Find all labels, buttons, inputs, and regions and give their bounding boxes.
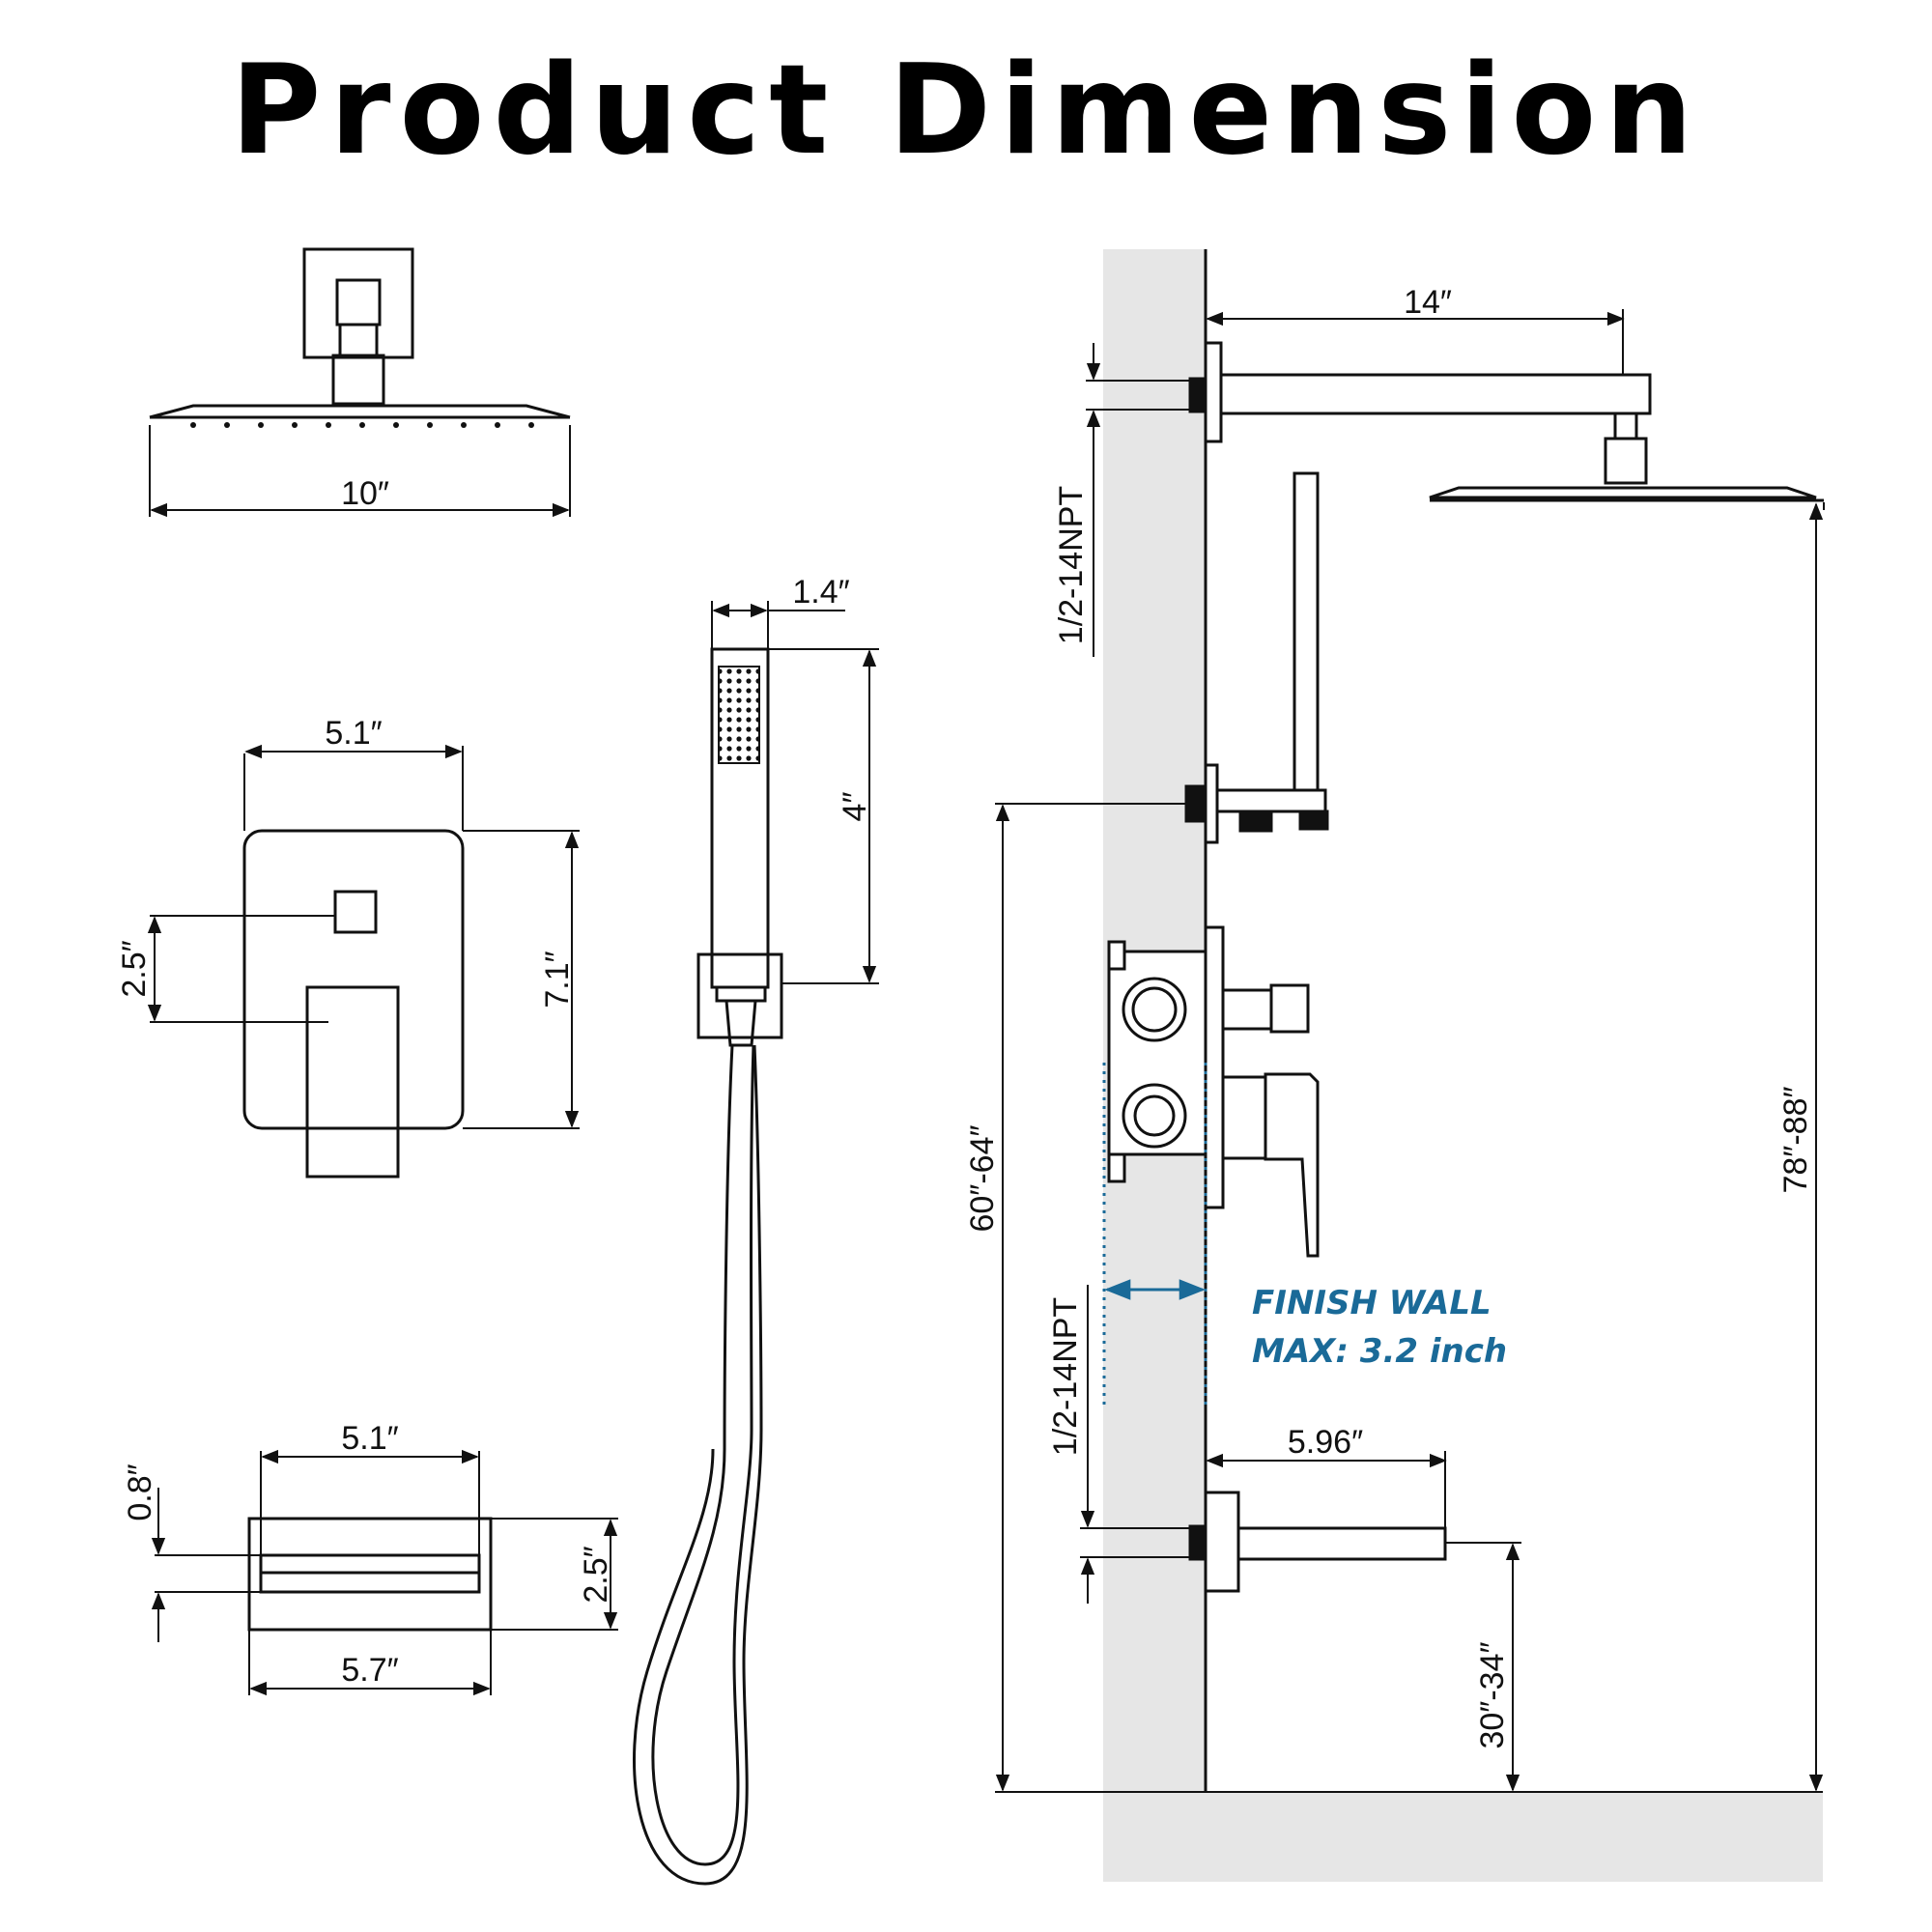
wall-hand-shower (1184, 471, 1329, 844)
hand-shower-hose-nut (724, 999, 757, 1047)
shower-head-ball-joint (331, 354, 385, 406)
spout-height-label: 2.5″ (578, 1546, 614, 1603)
finish-wall-max-label: MAX: 3.2 inch (1252, 1332, 1507, 1371)
arm-length-label: 14″ (1404, 284, 1452, 321)
page-title: Product Dimension (230, 39, 1702, 183)
finish-wall-label: FINISH WALL (1252, 1284, 1492, 1322)
hand-shower-width-label: 1.4″ (792, 574, 849, 611)
valve-trim-view (147, 744, 580, 1179)
floor-section (1103, 1792, 1823, 1882)
shower-head-connector (335, 278, 382, 327)
spout-height-install-label: 30″-34″ (1474, 1641, 1511, 1748)
hand-shower-holder-height-label: 4″ (837, 792, 873, 822)
spout-length-label: 5.96″ (1288, 1424, 1363, 1461)
valve-handle (305, 985, 400, 1179)
wall-tub-spout (1188, 1491, 1447, 1593)
spout-width-label: 5.7″ (341, 1652, 398, 1689)
shower-thread-label: 1/2-14NPT (1053, 486, 1090, 644)
valve-trim-width-label: 5.1″ (325, 715, 382, 752)
head-height-label: 78″-88″ (1777, 1086, 1814, 1193)
valve-trim-height-label: 7.1″ (539, 951, 576, 1008)
hand-shower-hose (651, 1044, 755, 1866)
shower-head-width-label: 10″ (341, 475, 389, 512)
hand-shower-holder (696, 952, 783, 1039)
spout-outlet-height-label: 0.8″ (122, 1463, 158, 1520)
holder-height-label: 60″-64″ (964, 1124, 1001, 1232)
shower-head-flange (302, 247, 414, 359)
hand-shower-view (633, 601, 879, 1886)
spout-body (247, 1517, 493, 1632)
spout-front-view (151, 1449, 618, 1696)
spout-thread-label: 1/2-14NPT (1047, 1297, 1084, 1456)
diverter-button (333, 890, 378, 934)
shower-head-view (149, 247, 571, 518)
wall-valve-body (1107, 925, 1320, 1258)
spout-outlet-width-label: 5.1″ (341, 1420, 398, 1457)
valve-trim-plate (242, 829, 465, 1130)
handle-offset-label: 2.5″ (116, 940, 153, 997)
finish-wall-indicator (1102, 1063, 1208, 1410)
shower-head-nozzles (190, 422, 534, 428)
shower-arm (1188, 341, 1824, 502)
hand-shower-spray-face (718, 666, 760, 764)
